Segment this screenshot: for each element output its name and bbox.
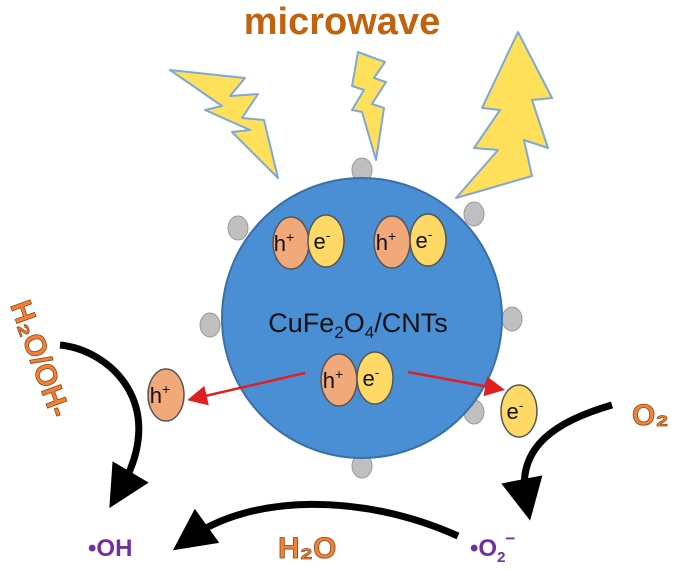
hydroxyl-radical-label: •OH	[88, 535, 132, 562]
hole-symbol: h	[274, 231, 286, 256]
cnt-dot	[464, 202, 484, 226]
cnt-dot	[502, 307, 522, 331]
particle-label-part: /CNTs	[374, 308, 448, 338]
electron-charge: -	[428, 226, 433, 242]
water-label: H₂O	[278, 532, 336, 565]
superoxide-radical-label: •O2−	[470, 529, 515, 566]
hole-symbol: h	[323, 368, 335, 393]
lightning-bolt-middle-icon	[352, 52, 386, 160]
lightning-bolt-left-icon	[170, 70, 278, 178]
superoxide-base: •O	[470, 535, 497, 562]
hole-charge: +	[388, 228, 396, 244]
electron-symbol: e	[507, 399, 519, 424]
hole-symbol: h	[150, 383, 162, 408]
superoxide-charge: −	[505, 529, 515, 548]
electron-charge: -	[519, 397, 524, 413]
particle-label-sub: 4	[365, 323, 374, 342]
hole-charge: +	[162, 381, 170, 397]
electron-symbol: e	[314, 229, 326, 254]
reduction-arrow	[524, 405, 612, 500]
cnt-dot	[200, 313, 220, 337]
migrated-electron: e-	[501, 385, 537, 437]
oxidation-arrow	[60, 345, 139, 490]
hole-charge: +	[286, 229, 294, 245]
oxygen-label: O₂	[632, 399, 669, 432]
electron-charge: -	[326, 227, 331, 243]
particle-label-sub: 2	[334, 323, 343, 342]
h2o-oh-label: H₂O/OH-	[3, 296, 76, 422]
migrated-hole: h+	[148, 369, 184, 421]
lightning-bolt-right-icon	[456, 32, 552, 198]
electron-symbol: e	[416, 228, 428, 253]
particle-label: CuFe2O4/CNTs	[268, 308, 447, 342]
electron-symbol: e	[363, 366, 375, 391]
hole-symbol: h	[376, 230, 388, 255]
particle-label-part: CuFe	[268, 308, 334, 338]
cnt-dot	[228, 216, 248, 240]
microwave-title: microwave	[244, 1, 440, 43]
hole-charge: +	[335, 366, 343, 382]
electron-charge: -	[375, 364, 380, 380]
particle-label-part: O	[344, 308, 365, 338]
superoxide-subscript: 2	[497, 549, 505, 566]
